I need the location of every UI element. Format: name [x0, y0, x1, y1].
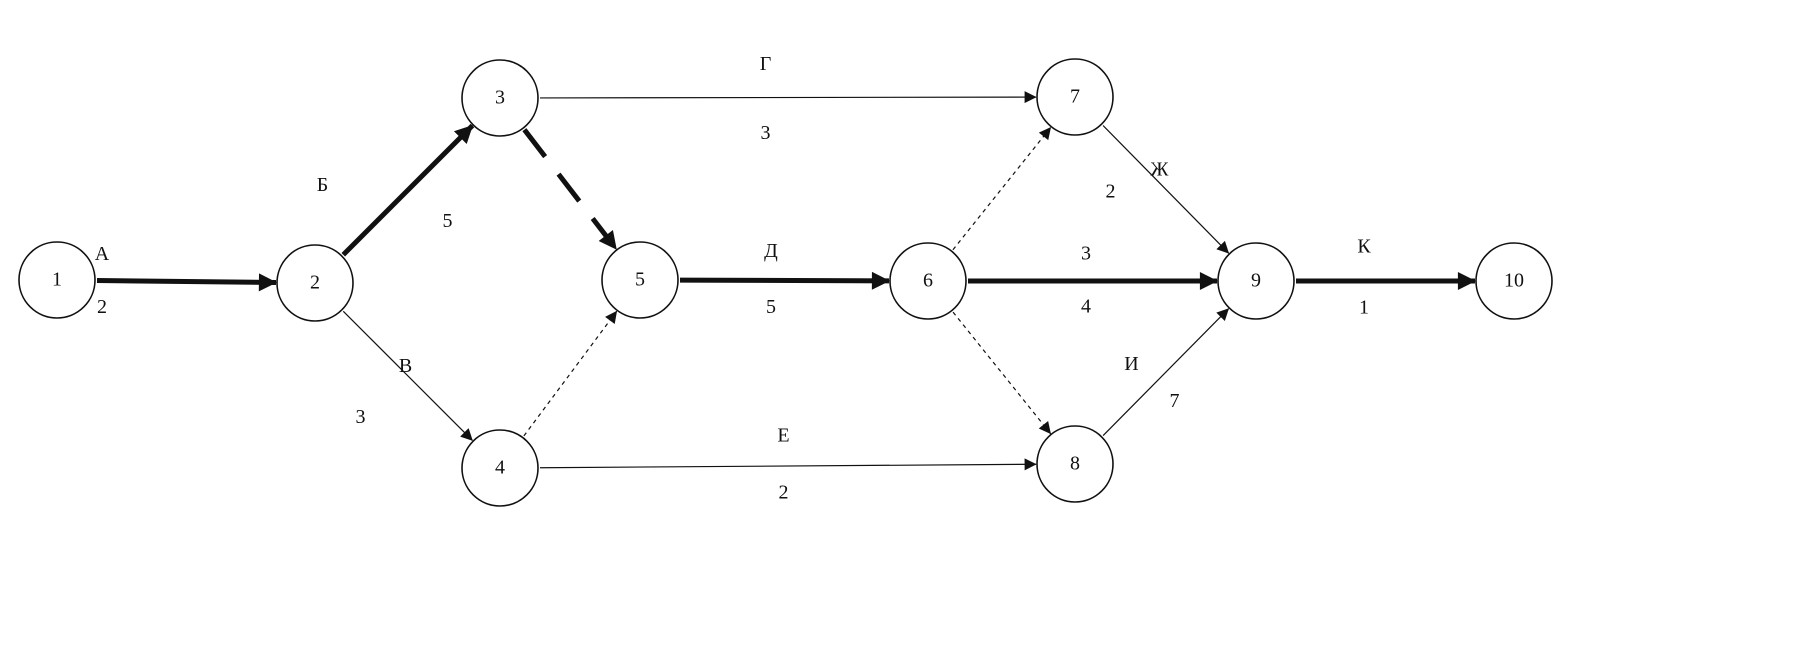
- edge-line-1-2: [96, 273, 277, 292]
- node-label-6: 6: [923, 270, 933, 292]
- node-10: 10: [1475, 242, 1553, 320]
- edge-5-6: Д5: [679, 240, 890, 318]
- edge-3-7: Г3: [539, 53, 1037, 144]
- node-circle-8: [1036, 425, 1114, 503]
- edge-7-9: Ж2: [1102, 125, 1230, 254]
- edge-name-2-3: Б: [317, 174, 328, 196]
- edge-duration-1-2: 2: [97, 296, 107, 318]
- node-label-2: 2: [310, 272, 320, 294]
- edge-duration-4-8: 2: [779, 482, 789, 504]
- edge-line-7-9: [1102, 125, 1230, 254]
- node-circle-7: [1036, 58, 1114, 136]
- edge-line-4-5: [523, 310, 618, 437]
- edge-name-3-7: Г: [760, 53, 772, 75]
- node-3: 3: [461, 59, 539, 137]
- node-label-10: 10: [1504, 270, 1524, 292]
- node-label-5: 5: [635, 269, 645, 291]
- edge-duration-5-6: 5: [766, 296, 776, 318]
- node-circle-6: [889, 242, 967, 320]
- edge-name-9-10: К: [1357, 236, 1371, 258]
- node-label-9: 9: [1251, 270, 1261, 292]
- edge-name-1-2: А: [95, 243, 110, 265]
- node-5: 5: [601, 241, 679, 319]
- edge-duration-3-7: 3: [761, 122, 771, 144]
- edge-6-7: [952, 127, 1052, 251]
- edge-line-6-8: [952, 311, 1052, 435]
- node-circle-4: [461, 429, 539, 507]
- edge-line-2-3: [341, 123, 475, 257]
- edge-duration-8-9: 7: [1170, 390, 1180, 412]
- node-circle-3: [461, 59, 539, 137]
- node-circle-2: [276, 244, 354, 322]
- edge-9-10: К1: [1296, 236, 1476, 319]
- edge-8-9: И7: [1102, 308, 1230, 436]
- node-label-1: 1: [52, 269, 62, 291]
- node-2: 2: [276, 244, 354, 322]
- edge-name-2-4: В: [399, 355, 412, 377]
- edge-4-5: [523, 310, 618, 437]
- edge-6-8: [952, 311, 1052, 435]
- node-4: 4: [461, 429, 539, 507]
- edge-4-8: Е2: [539, 425, 1037, 504]
- edge-line-3-7: [539, 91, 1037, 104]
- node-circle-9: [1217, 242, 1295, 320]
- node-label-8: 8: [1070, 453, 1080, 475]
- node-7: 7: [1036, 58, 1114, 136]
- node-9: 9: [1217, 242, 1295, 320]
- node-6: 6: [889, 242, 967, 320]
- node-8: 8: [1036, 425, 1114, 503]
- edge-2-3: Б5: [317, 123, 475, 257]
- edge-6-9: 34: [968, 243, 1218, 318]
- node-label-7: 7: [1070, 86, 1080, 108]
- node-circle-10: [1475, 242, 1553, 320]
- edge-name-6-9: 3: [1081, 243, 1091, 265]
- node-circle-5: [601, 241, 679, 319]
- edge-duration-7-9: 2: [1106, 181, 1116, 203]
- node-circle-1: [18, 241, 96, 319]
- edge-name-8-9: И: [1124, 353, 1138, 375]
- edge-line-8-9: [1102, 308, 1230, 436]
- node-label-4: 4: [495, 457, 505, 479]
- edge-line-6-7: [952, 127, 1052, 251]
- edge-name-7-9: Ж: [1151, 159, 1169, 181]
- edge-duration-2-3: 5: [443, 210, 453, 232]
- edge-duration-2-4: 3: [356, 406, 366, 428]
- edge-line-3-5: [522, 128, 619, 251]
- edge-name-4-8: Е: [777, 425, 789, 447]
- edge-line-2-4: [342, 310, 473, 441]
- node-label-3: 3: [495, 87, 505, 109]
- node-1: 1: [18, 241, 96, 319]
- edge-line-4-8: [539, 458, 1037, 471]
- edge-line-5-6: [679, 271, 890, 290]
- edge-2-4: В3: [342, 310, 473, 441]
- edge-3-5: [522, 128, 619, 251]
- edge-1-2: А2: [95, 243, 277, 318]
- edge-duration-6-9: 4: [1081, 296, 1091, 318]
- edge-duration-9-10: 1: [1359, 297, 1369, 319]
- edge-name-5-6: Д: [764, 240, 778, 262]
